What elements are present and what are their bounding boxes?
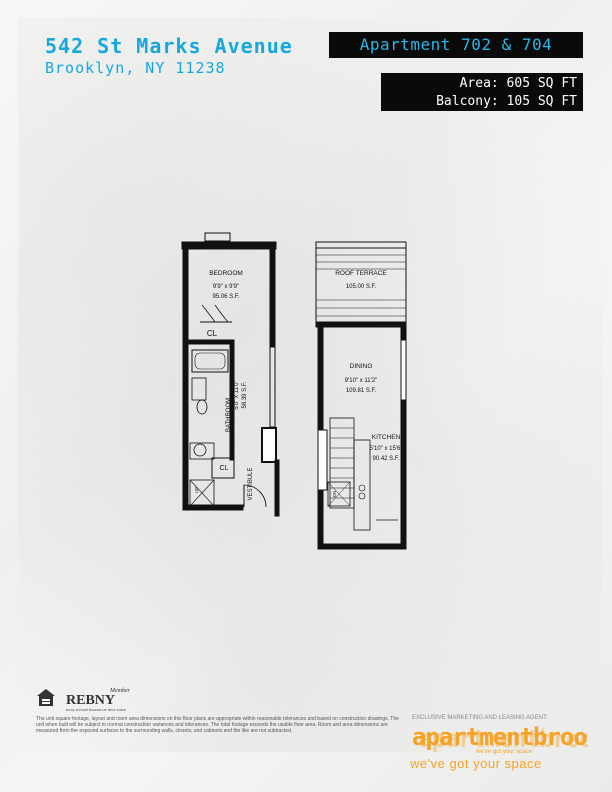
roof-terrace-sf: 105.00 S.F. <box>346 284 377 290</box>
stair-landing <box>327 481 351 507</box>
bedroom-bottom-wall <box>182 339 234 345</box>
cooktop-burner <box>358 484 366 492</box>
bedroom-closet-label: CL <box>207 329 218 338</box>
vestibule-closet <box>211 457 235 479</box>
bathtub <box>191 349 229 373</box>
upper-level-walls <box>181 232 280 517</box>
dn-label: DN <box>332 491 337 498</box>
terrace-railing <box>315 241 407 249</box>
bath-right-wall <box>229 339 235 461</box>
city-state-zip: Brooklyn, NY 11238 <box>45 59 226 77</box>
bedroom-label: BEDROOM <box>209 270 243 277</box>
toilet <box>196 399 208 415</box>
roof-terrace-label: ROOF TERRACE <box>335 270 387 277</box>
dining-dims: 9'10" x 11'2" <box>345 378 377 384</box>
window-right <box>269 346 276 428</box>
bedroom-sf: 95.06 S.F. <box>212 294 239 300</box>
street-address: 542 St Marks Avenue <box>45 34 293 58</box>
agent-label: EXCLUSIVE MARKETING AND LEASING AGENT: <box>412 715 548 721</box>
area-value: Area: 605 SQ FT <box>459 76 577 91</box>
vestibule-door <box>243 484 267 508</box>
bathroom-label: BATHROOM <box>226 398 232 432</box>
bedroom-top-wall <box>181 241 277 250</box>
rebny-member-text: Member <box>110 688 130 694</box>
brand-logo-shadow: apartmentbrooklyn <box>418 725 588 752</box>
dining-label: DINING <box>350 363 373 370</box>
area-summary: Area: 605 SQ FT Balcony: 105 SQ FT <box>381 73 583 111</box>
tagline-small: we've got your space <box>476 749 533 755</box>
apartment-label: Apartment 702 & 704 <box>329 32 583 58</box>
kitchen-dims: 5'10" x 15'6" <box>370 446 403 452</box>
dining-bottom-wall <box>317 543 407 550</box>
brand-logo: apartmentbrooklyn apartmentbrooklyn <box>412 722 588 752</box>
window-bay <box>261 427 277 463</box>
equal-housing-icon <box>37 689 55 706</box>
left-bottom-wall <box>182 504 244 511</box>
lower-level-walls <box>315 241 407 550</box>
dining-top-wall <box>315 321 407 328</box>
washer <box>193 443 207 457</box>
bathroom-sf: 58.39 S.F. <box>242 381 248 408</box>
vestibule-right-wall <box>274 459 280 517</box>
bedroom-dims: 9'9" x 9'9" <box>213 284 239 290</box>
closet-doors <box>201 304 229 323</box>
rebny-name: REBNY <box>66 693 116 708</box>
top-window <box>204 232 231 242</box>
rebny-subtitle: REAL ESTATE BOARD OF NEW YORK <box>66 708 127 712</box>
up-label: UP <box>194 487 199 493</box>
rebny-logo: Member REBNY REAL ESTATE BOARD OF NEW YO… <box>66 688 144 712</box>
dining-sf: 109.81 S.F. <box>346 388 377 394</box>
disclaimer-text: The unit square footage, layout and room… <box>36 716 399 734</box>
brand-logo-text: apartmentbrooklyn <box>412 723 588 751</box>
tagline: we've got your space <box>410 756 542 771</box>
balcony-value: Balcony: 105 SQ FT <box>436 94 577 109</box>
kitchen-label: KITCHEN <box>372 434 401 441</box>
bedroom-left-wall <box>182 241 189 511</box>
address-block: 542 St Marks Avenue Brooklyn, NY 11238 <box>45 34 293 78</box>
terrace-hatch <box>316 254 406 317</box>
vanity <box>191 377 207 401</box>
marble-background <box>18 18 602 752</box>
kitchen-sf: 90.42 S.F. <box>372 456 399 462</box>
left-window <box>317 429 328 491</box>
kitchen-counter <box>353 439 371 531</box>
vestibule-label: VESTIBULE <box>248 467 254 500</box>
room-labels: BEDROOM 9'9" x 9'9" 95.06 S.F. CL BATHRO… <box>194 270 402 501</box>
bathroom-dims: 5'0" x 11'0" <box>234 380 240 409</box>
bedroom-right-wall <box>269 241 276 348</box>
vestibule-closet-label: CL <box>220 465 229 472</box>
